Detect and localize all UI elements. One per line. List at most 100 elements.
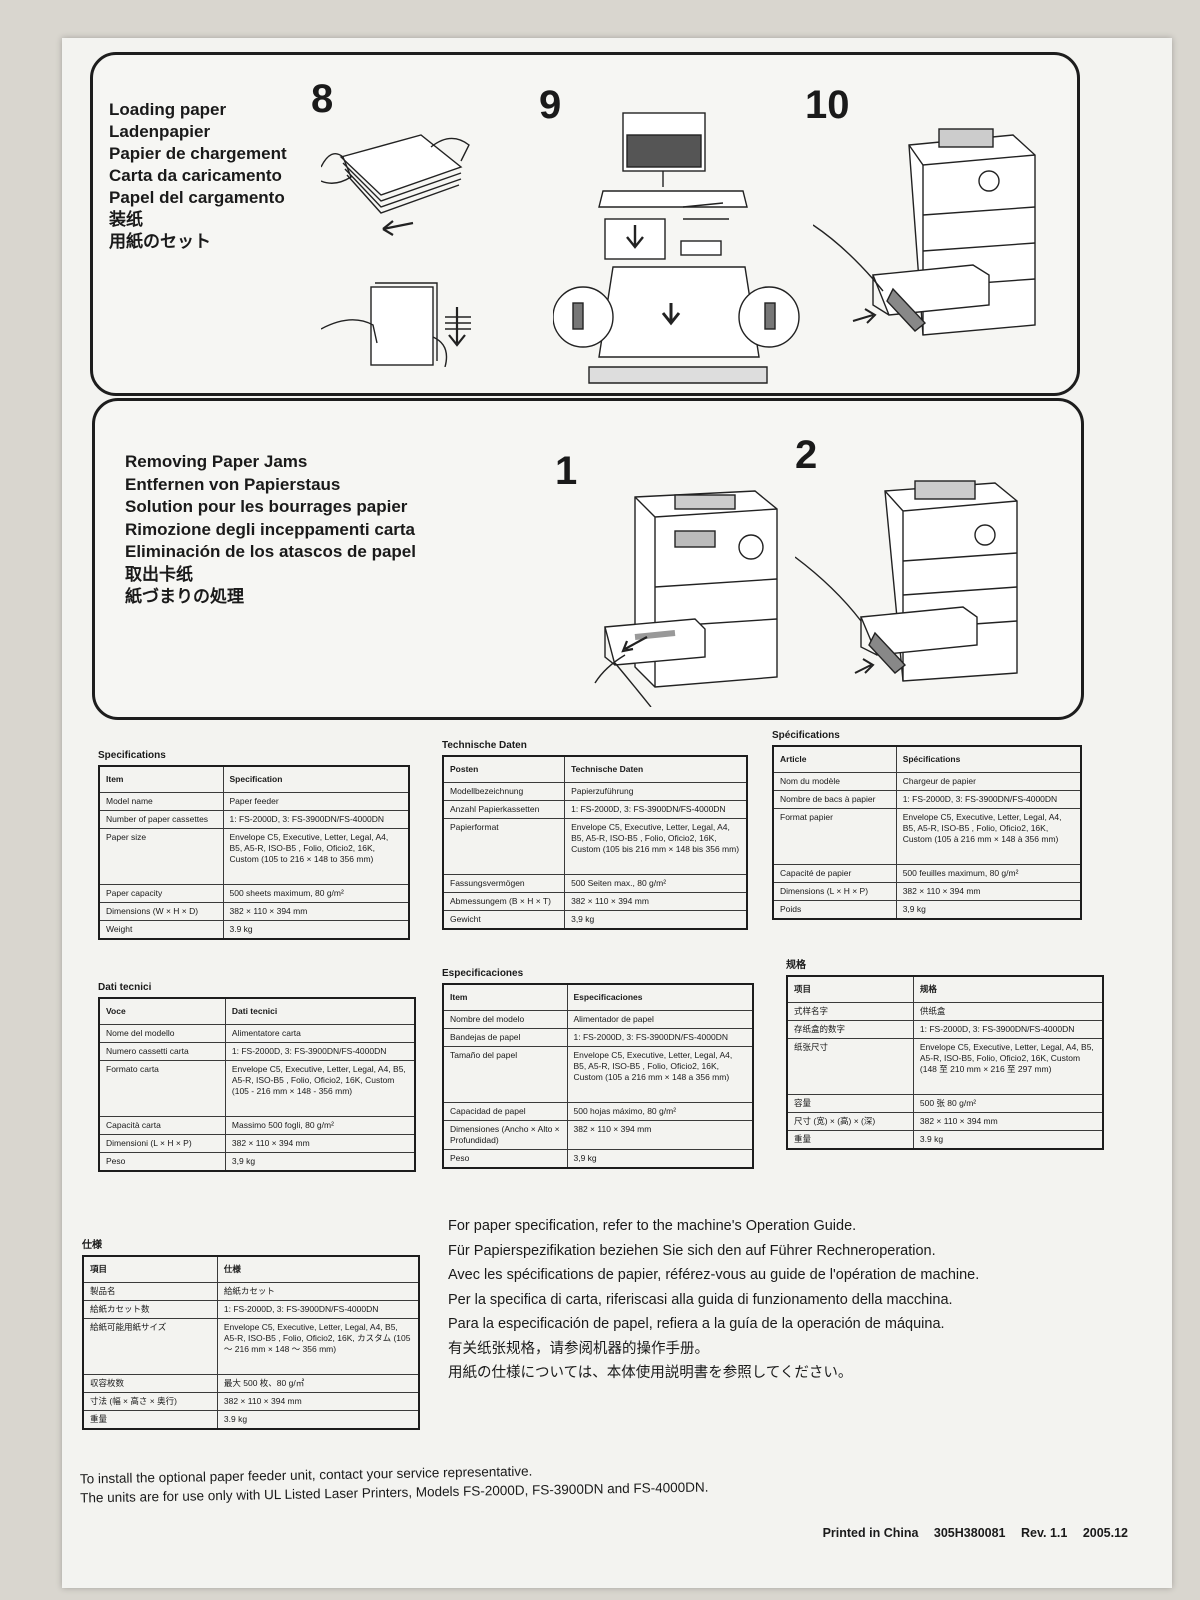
table-cell: 382 × 110 × 394 mm [564,892,748,911]
loading-paper-heading: Loading paper Ladenpapier Papier de char… [109,99,287,253]
table-cell: 1: FS-2000D, 3: FS-3900DN/FS-4000DN [566,1028,754,1047]
table-cell: Voce [98,997,226,1025]
table-cell: 3,9 kg [895,900,1082,920]
table-cell: Model name [98,792,224,811]
instruction-sheet: Loading paper Ladenpapier Papier de char… [62,38,1172,1588]
step-number: 9 [539,83,562,127]
table-cell: 3.9 kg [216,1410,420,1430]
revision: Rev. 1.1 [1021,1526,1068,1540]
step-number: 10 [805,83,850,127]
spec-title: Especificaciones [442,968,524,979]
table-row: Abmessungem (B × H × T)382 × 110 × 394 m… [442,892,748,911]
spec-title: 规格 [786,960,806,971]
heading-line: Loading paper [109,100,227,119]
table-row: Dimensions (L × H × P)382 × 110 × 394 mm [772,882,1082,901]
spec-title: Spécifications [772,730,840,741]
heading-line: 装纸 [109,210,143,229]
table-cell: Format papier [772,808,897,865]
table-cell: 項目 [82,1255,218,1283]
push-cassette-illustration [795,480,1018,682]
table-cell: 収容枚数 [82,1374,218,1393]
table-cell: Envelope C5, Executive, Letter, Legal, A… [912,1038,1104,1095]
paper-spec-notes: For paper specification, refer to the ma… [448,1214,979,1386]
table-cell: 給紙可能用紙サイズ [82,1318,218,1375]
table-cell: 1: FS-2000D, 3: FS-3900DN/FS-4000DN [564,800,748,819]
table-cell: 1: FS-2000D, 3: FS-3900DN/FS-4000DN [912,1020,1104,1039]
note-line: Für Papierspezifikation beziehen Sie sic… [448,1242,936,1259]
note-line: 用紙の仕様については、本体使用説明書を参照してください。 [448,1365,853,1381]
part-code: 305H380081 [933,1526,1006,1540]
print-info: Printed in China 305H380081 Rev. 1.1 200… [811,1526,1128,1540]
table-cell: 纸张尺寸 [786,1038,914,1095]
table-cell: 尺寸 (宽) × (高) × (深) [786,1112,914,1131]
table-cell: Especificaciones [566,983,754,1011]
table-cell: Posten [442,755,566,783]
fan-paper-illustration [321,134,471,367]
heading-line: Ladenpapier [109,122,211,141]
table-cell: Capacité de papier [772,864,897,883]
table-cell: Dimensions (L × H × P) [772,882,897,901]
spec-title: 仕様 [82,1240,102,1251]
table-cell: Tamaño del papel [442,1046,568,1103]
table-cell: Envelope C5, Executive, Letter, Legal, A… [564,818,748,875]
table-cell: Paper capacity [98,884,224,903]
table-cell: 存纸盒的数字 [786,1020,914,1039]
print-date: 2005.12 [1082,1526,1128,1540]
step-number: 8 [311,77,334,121]
table-cell: Massimo 500 fogli, 80 g/m² [224,1116,416,1135]
table-cell: 重量 [82,1410,218,1430]
note-line: 有关纸张规格，请参阅机器的操作手册。 [448,1340,709,1357]
table-cell: 规格 [912,975,1104,1003]
table-cell: Bandejas de papel [442,1028,568,1047]
table-row: Dimensions (W × H × D)382 × 110 × 394 mm [98,902,410,921]
table-cell: Paper feeder [222,792,410,811]
heading-line: 取出卡纸 [125,564,193,584]
spec-title: Dati tecnici [98,982,152,993]
insert-cassette-illustration [813,128,1036,336]
table-cell: Dimensions (W × H × D) [98,902,224,921]
step-number: 2 [795,433,818,477]
table-cell: Alimentatore carta [224,1024,416,1043]
table-cell: Dimensioni (L × H × P) [98,1134,226,1153]
table-cell: Paper size [98,828,224,885]
table-row: Dimensioni (L × H × P)382 × 110 × 394 mm [98,1134,416,1153]
table-cell: 500 Seiten max., 80 g/m² [564,874,748,893]
table-row: 式样名字供纸盒 [786,1002,1104,1021]
table-cell: Formato carta [98,1060,226,1117]
table-cell: 製品名 [82,1282,218,1301]
table-cell: 式样名字 [786,1002,914,1021]
table-cell: Dati tecnici [224,997,416,1025]
printed-in: Printed in China [822,1526,919,1540]
loading-paper-panel: Loading paper Ladenpapier Papier de char… [90,52,1080,396]
table-cell: 3,9 kg [566,1149,754,1169]
table-cell: 重量 [786,1130,914,1150]
table-cell: 容量 [786,1094,914,1113]
note-line: Avec les spécifications de papier, référ… [448,1267,980,1283]
install-note: To install the optional paper feeder uni… [80,1459,709,1508]
table-cell: 500 张 80 g/m² [912,1094,1104,1113]
table-cell: 最大 500 枚、80 g/㎡ [216,1374,420,1393]
table-cell: Technische Daten [564,755,748,783]
